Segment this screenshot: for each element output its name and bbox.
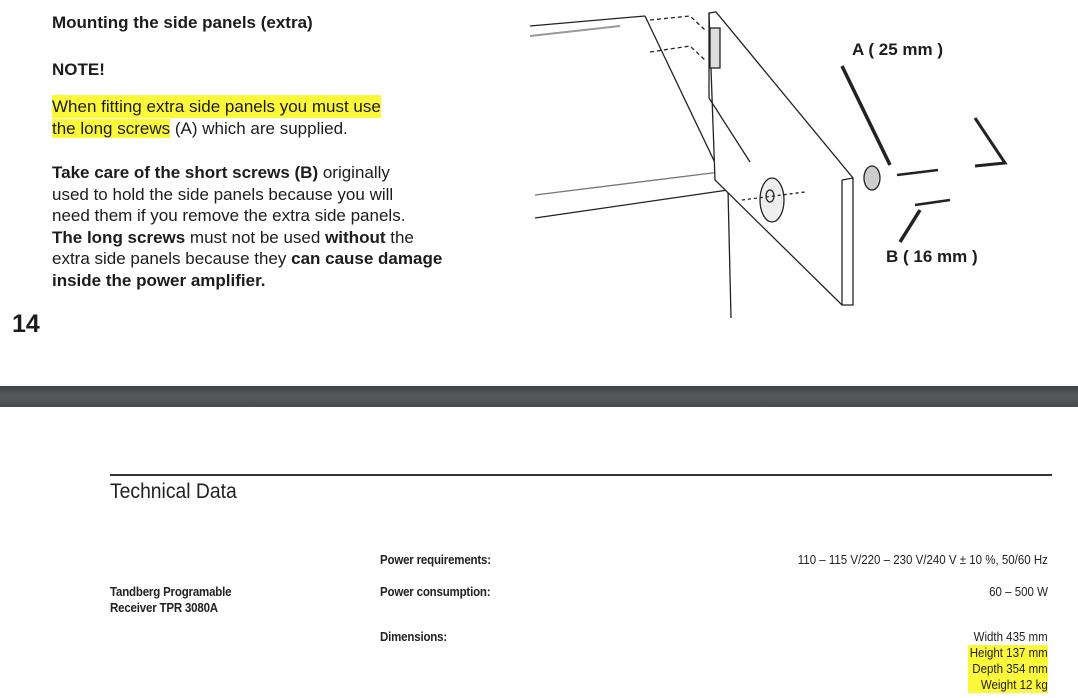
- spec-label: Power requirements:: [380, 553, 491, 567]
- bold-text: The long screws: [52, 227, 186, 247]
- product-line: Receiver TPR 3080A: [110, 600, 218, 615]
- text: originally: [318, 163, 390, 182]
- highlighted-text: When fitting extra side panels you must …: [52, 95, 381, 118]
- spec-value-highlighted: Depth 354 mm: [968, 661, 1048, 677]
- text: the: [385, 227, 414, 247]
- text: extra side panels because they: [52, 249, 292, 269]
- warning-text: When fitting extra side panels you must …: [42, 95, 381, 139]
- bold-text: without: [325, 227, 386, 247]
- spec-label: Power consumption:: [380, 585, 491, 599]
- note-label: NOTE!: [52, 60, 105, 79]
- bold-text: inside the power amplifier.: [52, 270, 266, 290]
- spec-value-highlighted: Height 137 mm: [968, 645, 1048, 661]
- technical-data-title: Technical Data: [110, 480, 237, 503]
- text: used to hold the side panels because you…: [52, 184, 394, 204]
- section-heading: Mounting the side panels (extra): [52, 13, 313, 32]
- spec-label: Dimensions:: [380, 630, 447, 644]
- product-line: Tandberg Programable: [110, 585, 232, 599]
- spec-value: 60 – 500 W: [989, 585, 1048, 599]
- page-number: 14: [12, 310, 40, 338]
- highlighted-text: the long screws: [52, 118, 171, 138]
- side-panel-illustration: [529, 11, 1008, 319]
- spec-value: Width 435 mm: [973, 630, 1048, 644]
- warning-text-rest: (A) which are supplied.: [170, 118, 348, 138]
- spec-value: 110 – 115 V/220 – 230 V/240 V ± 10 %, 50…: [797, 553, 1048, 567]
- section-rule: [110, 474, 1052, 476]
- bold-text: Take care of the short screws (B): [52, 163, 319, 182]
- page-divider: [0, 386, 1078, 407]
- spec-value-highlighted: Weight 12 kg: [968, 677, 1048, 693]
- text: need them if you remove the extra side p…: [52, 206, 406, 226]
- care-paragraph: Take care of the short screws (B) origin…: [52, 162, 442, 292]
- product-name: Tandberg Programable Receiver TPR 3080A: [110, 585, 232, 616]
- text: must not be used: [185, 227, 326, 247]
- bold-text: can cause damage: [291, 249, 443, 269]
- screw-a-label: A ( 25 mm ): [852, 40, 944, 59]
- dimensions-values: Width 435 mm Height 137 mm Depth 354 mm …: [968, 629, 1048, 693]
- screw-b-label: B ( 16 mm ): [886, 247, 978, 266]
